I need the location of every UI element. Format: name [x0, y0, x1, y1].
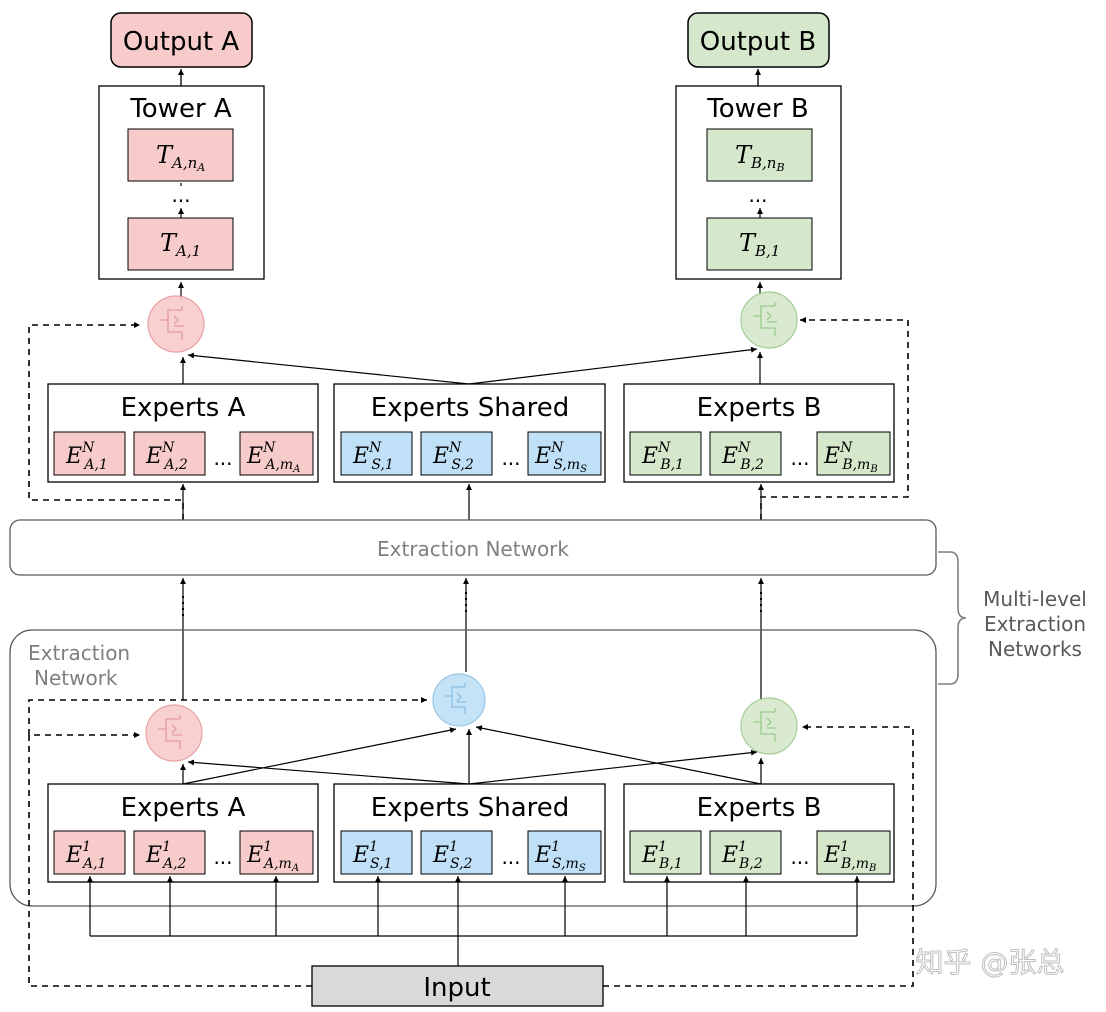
svg-text:ENB,mB: ENB,mB [823, 440, 878, 475]
gate-icon [740, 291, 798, 349]
svg-text:Experts Shared: Experts Shared [371, 793, 570, 823]
svg-text:E1S,mS: E1S,mS [534, 839, 586, 874]
svg-text:...: ... [790, 845, 809, 869]
svg-text:Output A: Output A [123, 27, 240, 57]
svg-text:ENA,mA: ENA,mA [246, 440, 300, 475]
multi-level-brace: Multi-level Extraction Networks [938, 551, 1087, 685]
tower-a: Tower A TA,nA ... TA,1 [98, 85, 265, 280]
svg-text:Tower B: Tower B [706, 94, 808, 124]
tower-b: Tower B TB,nB ... TB,1 [675, 85, 842, 280]
gate-icon [145, 704, 203, 762]
input-block: Input [311, 965, 604, 1007]
svg-text:E1B,2: E1B,2 [721, 839, 763, 872]
svg-text:Extraction: Extraction [984, 612, 1086, 636]
tower-a-bottom-label: TA,1 [160, 229, 201, 260]
svg-text:...: ... [501, 446, 520, 470]
output-a: Output A [110, 12, 253, 68]
svg-text:Extraction Network: Extraction Network [377, 537, 569, 561]
svg-text:...: ... [213, 845, 232, 869]
tower-a-bottom-layer: TA,1 [127, 217, 234, 271]
svg-text:Output B: Output B [700, 27, 816, 57]
svg-text:E1B,mB: E1B,mB [823, 839, 876, 874]
svg-text:ENB,1: ENB,1 [641, 440, 684, 473]
svg-text:E1A,mA: E1A,mA [246, 839, 299, 874]
tower-a-dots: ... [171, 183, 190, 207]
svg-text:Experts Shared: Experts Shared [371, 393, 570, 423]
svg-text:...: ... [213, 446, 232, 470]
svg-text:Experts A: Experts A [121, 393, 246, 423]
tower-a-top-layer: TA,nA [127, 128, 234, 182]
tower-b-bottom-layer: TB,1 [706, 217, 813, 271]
svg-text:Experts B: Experts B [697, 793, 822, 823]
svg-text:Networks: Networks [988, 637, 1082, 661]
tower-b-top-layer: TB,nB [706, 128, 813, 182]
tower-b-bottom-label: TB,1 [739, 229, 780, 260]
svg-text:E1S,2: E1S,2 [432, 839, 473, 872]
svg-text:ENS,2: ENS,2 [432, 440, 474, 473]
svg-text:ENA,1: ENA,1 [65, 440, 108, 473]
svg-text:E1A,1: E1A,1 [65, 839, 106, 872]
svg-text:ENB,2: ENB,2 [721, 440, 764, 473]
svg-text:...: ... [501, 845, 520, 869]
svg-text:E1B,1: E1B,1 [641, 839, 683, 872]
extraction-network-panel: Extraction Network [9, 629, 937, 907]
svg-text:E1S,1: E1S,1 [352, 839, 392, 872]
svg-text:Multi-level: Multi-level [983, 587, 1087, 611]
svg-text:E1A,2: E1A,2 [145, 839, 187, 872]
svg-text:ENA,2: ENA,2 [145, 440, 188, 473]
svg-text:Input: Input [423, 973, 490, 1003]
extraction-network-bar: Extraction Network [9, 519, 937, 576]
gate-icon [432, 673, 486, 727]
bar-to-experts-arrows [180, 484, 764, 520]
output-b: Output B [687, 12, 830, 68]
svg-text:Experts B: Experts B [697, 393, 822, 423]
tower-b-top-label: TB,nB [735, 141, 785, 174]
svg-text:Experts A: Experts A [121, 793, 246, 823]
input-distribution [87, 876, 860, 966]
svg-text:Extraction: Extraction [28, 641, 130, 665]
svg-text:ENS,1: ENS,1 [352, 440, 394, 473]
svg-text:Tower A: Tower A [129, 94, 232, 124]
level1-dashed-inputs [28, 697, 914, 987]
top-gate-connections [180, 346, 763, 385]
svg-text:Network: Network [34, 666, 118, 690]
gate-icon [740, 697, 798, 755]
level-connectors [180, 578, 764, 700]
gate-icon [147, 295, 205, 353]
svg-text:ENS,mS: ENS,mS [534, 440, 587, 475]
tower-a-top-label: TA,nA [156, 141, 205, 174]
watermark: 知乎 @张总 [916, 946, 1065, 979]
svg-text:...: ... [790, 446, 809, 470]
tower-b-dots: ... [748, 183, 767, 207]
level1-gate-connections [180, 725, 764, 785]
